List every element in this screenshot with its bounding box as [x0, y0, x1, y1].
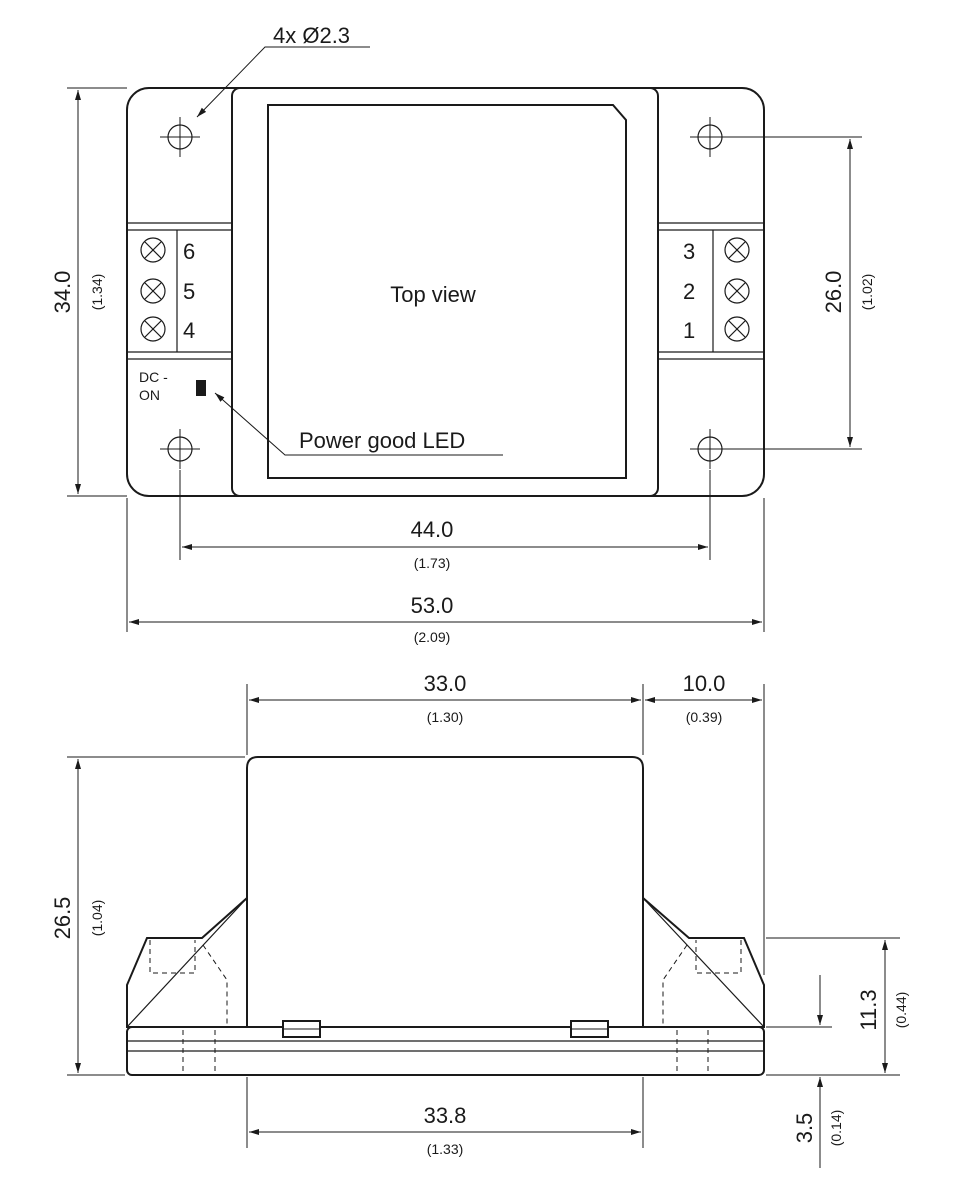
dim-body-top-in: (1.30) — [427, 709, 464, 725]
pin-label: 5 — [183, 279, 195, 304]
screw-icon — [140, 278, 166, 304]
switch-label: DC - — [139, 369, 168, 385]
top-view: 6 5 4 3 2 1 4x Ø2.3 Top view DC - ON Pow… — [50, 23, 875, 645]
dim-body-bottom-in: (1.33) — [427, 1141, 464, 1157]
dim-height: 34.0 — [50, 271, 75, 314]
label-area — [267, 104, 627, 479]
mounting-hole-icon — [690, 117, 730, 157]
screw-icon — [724, 278, 750, 304]
hole-note: 4x Ø2.3 — [273, 23, 350, 48]
dim-base: 3.5 — [792, 1113, 817, 1144]
terminal-block-left — [127, 222, 232, 360]
dim-base-in: (0.14) — [828, 1110, 844, 1147]
pin-label: 2 — [683, 279, 695, 304]
side-view: 33.0 (1.30) 10.0 (0.39) 26.5 (1.04) 11.3… — [50, 671, 909, 1168]
screw-icon — [724, 316, 750, 342]
dim-side-height-in: (1.04) — [89, 900, 105, 937]
dim-width-in: (2.09) — [414, 629, 451, 645]
dim-hole-vertical-in: (1.02) — [859, 274, 875, 311]
pin-label: 3 — [683, 239, 695, 264]
pin-label: 4 — [183, 318, 195, 343]
dim-flange-in: (0.39) — [686, 709, 723, 725]
terminal-block-right — [658, 222, 764, 360]
dim-hole-vertical: 26.0 — [821, 271, 846, 314]
led-indicator — [196, 380, 206, 396]
mounting-hole-icon — [160, 429, 200, 469]
mounting-hole-icon — [690, 429, 730, 469]
dim-body-top: 33.0 — [424, 671, 467, 696]
dim-height-in: (1.34) — [89, 274, 105, 311]
dim-hole-horizontal: 44.0 — [411, 517, 454, 542]
top-view-label: Top view — [390, 282, 476, 307]
dim-hole-horizontal-in: (1.73) — [414, 555, 451, 571]
led-leader — [214, 392, 503, 456]
screw-icon — [724, 237, 750, 263]
dim-width: 53.0 — [411, 593, 454, 618]
dim-flange-height-in: (0.44) — [893, 992, 909, 1029]
body-side — [246, 756, 644, 1028]
pin-label: 6 — [183, 239, 195, 264]
mounting-hole-icon — [160, 117, 200, 157]
hole-note-leader — [196, 46, 370, 118]
dim-flange-height: 11.3 — [856, 989, 881, 1030]
pin-label: 1 — [683, 318, 695, 343]
switch-label: ON — [139, 387, 160, 403]
screw-icon — [140, 237, 166, 263]
dim-side-height: 26.5 — [50, 897, 75, 940]
dim-flange: 10.0 — [683, 671, 726, 696]
screw-icon — [140, 316, 166, 342]
led-label: Power good LED — [299, 428, 465, 453]
dim-body-bottom: 33.8 — [424, 1103, 467, 1128]
